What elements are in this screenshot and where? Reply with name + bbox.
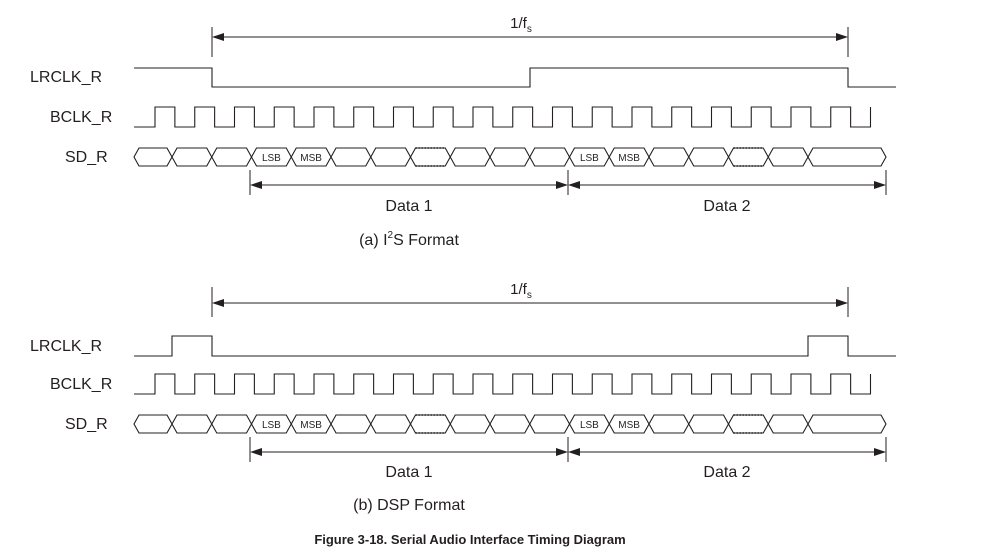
period-label: 1/fs [510, 281, 532, 301]
sd-ellipsis-cell [733, 414, 764, 434]
arrowhead [250, 448, 262, 456]
period-arrowhead-right [836, 33, 848, 41]
data2-label: Data 2 [703, 198, 750, 215]
sd-msb-label: MSB [618, 420, 640, 431]
arrowhead [556, 181, 568, 189]
arrowhead [556, 448, 568, 456]
sd-bit-cell [688, 414, 730, 434]
bclk-waveform [134, 373, 872, 395]
sd-lsb-label: LSB [262, 153, 281, 164]
sd-label: SD_R [65, 149, 108, 166]
sd-bit-cell [767, 147, 809, 167]
arrowhead [250, 181, 262, 189]
sd-bit-cell [688, 147, 730, 167]
sd-ellipsis-cell [415, 414, 446, 434]
sd-bit-cell [211, 147, 253, 167]
sd-bit-cell [133, 414, 173, 434]
sd-bit-cell [449, 147, 491, 167]
sd-bit-cell [648, 147, 690, 167]
panel-dsp: 1/fs LRCLK_R BCLK_R SD_R LSB MSB LSB MSB Da… [30, 281, 896, 514]
sd-bit-cell [330, 414, 372, 434]
bclk-waveform [134, 106, 872, 128]
sd-bit-cell [211, 414, 253, 434]
sd-lsb-label: LSB [580, 420, 599, 431]
sd-ellipsis-cell [415, 147, 446, 167]
sd-bit-cell [370, 147, 412, 167]
sd-bit-cell [370, 414, 412, 434]
arrowhead [568, 448, 580, 456]
arrowhead [874, 181, 886, 189]
sd-bit-cell [648, 414, 690, 434]
arrowhead [874, 448, 886, 456]
period-arrowhead-right [836, 299, 848, 307]
sd-msb-label: MSB [618, 153, 640, 164]
sd-label: SD_R [65, 416, 108, 433]
bclk-label: BCLK_R [50, 376, 112, 393]
bclk-label: BCLK_R [50, 109, 112, 126]
panel-title-dsp: (b) DSP Format [353, 497, 465, 514]
period-label: 1/fs [510, 15, 532, 35]
figure-caption: Figure 3-18. Serial Audio Interface Timi… [314, 532, 625, 547]
lrclk-waveform [134, 335, 896, 357]
data2-label: Data 2 [703, 464, 750, 481]
sd-bit-cell [767, 414, 809, 434]
sd-msb-label: MSB [300, 153, 322, 164]
lrclk-label: LRCLK_R [30, 338, 102, 355]
period-arrowhead-left [212, 299, 224, 307]
sd-bit-cell [727, 147, 769, 167]
sd-lsb-label: LSB [262, 420, 281, 431]
sd-ellipsis-cell [733, 147, 764, 167]
sd-bit-cell [807, 414, 887, 434]
sd-bit-cell [409, 414, 451, 434]
panel-title-i2s: (a) I2S Format [359, 230, 459, 249]
sd-bit-cell [330, 147, 372, 167]
data1-label: Data 1 [385, 464, 432, 481]
sd-bit-cell [171, 414, 213, 434]
sd-lsb-label: LSB [580, 153, 599, 164]
arrowhead [568, 181, 580, 189]
panel-i2s: 1/fs LRCLK_R BCLK_R SD_R LSB MSB LSB MSB Da… [30, 15, 896, 249]
data1-label: Data 1 [385, 198, 432, 215]
sd-waveform: LSB MSB LSB MSB [133, 147, 887, 167]
lrclk-label: LRCLK_R [30, 69, 102, 86]
period-arrowhead-left [212, 33, 224, 41]
sd-bit-cell [727, 414, 769, 434]
sd-bit-cell [489, 147, 531, 167]
sd-msb-label: MSB [300, 420, 322, 431]
sd-bit-cell [133, 147, 173, 167]
sd-bit-cell [807, 147, 887, 167]
sd-bit-cell [529, 147, 571, 167]
sd-bit-cell [529, 414, 571, 434]
sd-bit-cell [171, 147, 213, 167]
lrclk-waveform [134, 67, 896, 88]
sd-bit-cell [409, 147, 451, 167]
sd-waveform: LSB MSB LSB MSB [133, 414, 887, 434]
sd-bit-cell [449, 414, 491, 434]
sd-bit-cell [489, 414, 531, 434]
